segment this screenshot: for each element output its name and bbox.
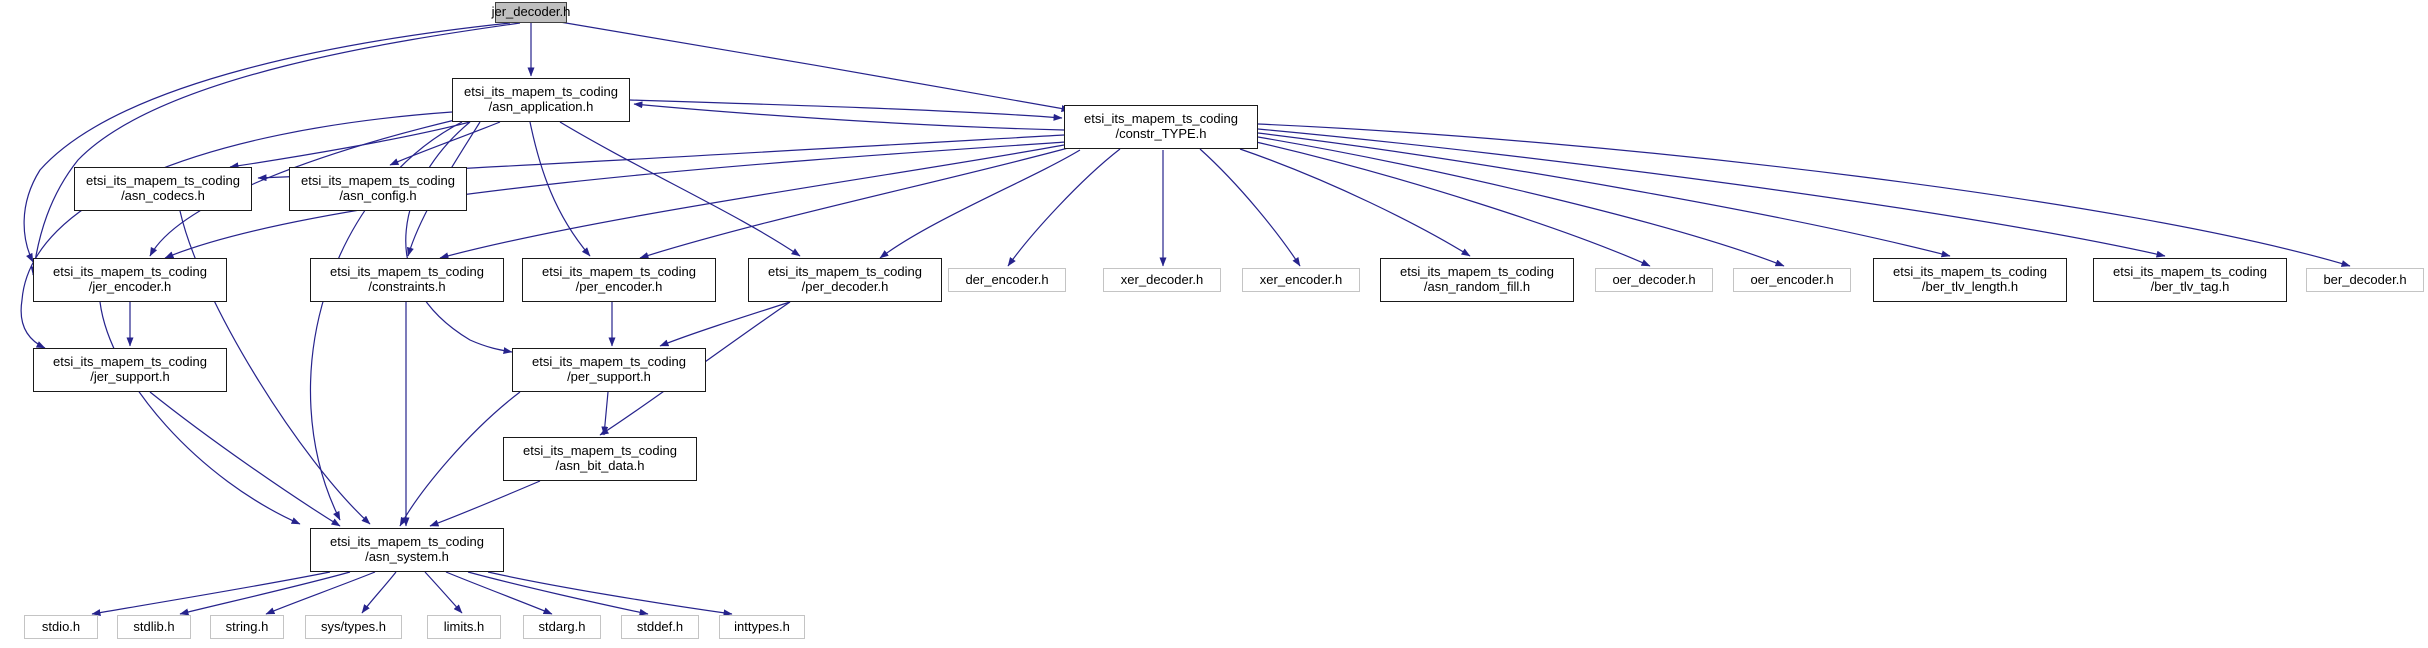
graph-edge bbox=[20, 111, 453, 349]
graph-edge bbox=[487, 571, 733, 617]
graph-edge bbox=[1257, 132, 1951, 258]
graph-node-stdio[interactable]: stdio.h bbox=[24, 615, 98, 639]
graph-edge bbox=[91, 571, 331, 617]
graph-edge bbox=[389, 121, 501, 166]
graph-edge bbox=[445, 571, 553, 615]
graph-node-xer_decoder[interactable]: xer_decoder.h bbox=[1103, 268, 1221, 292]
graph-node-ber_tlv_tag[interactable]: etsi_its_mapem_ts_coding /ber_tlv_tag.h bbox=[2093, 258, 2287, 302]
graph-node-asn_codecs[interactable]: etsi_its_mapem_ts_coding /asn_codecs.h bbox=[74, 167, 252, 211]
graph-edge bbox=[429, 480, 541, 527]
graph-node-asn_application[interactable]: etsi_its_mapem_ts_coding /asn_applicatio… bbox=[452, 78, 630, 122]
graph-node-ber_tlv_length[interactable]: etsi_its_mapem_ts_coding /ber_tlv_length… bbox=[1873, 258, 2067, 302]
graph-node-oer_decoder[interactable]: oer_decoder.h bbox=[1595, 268, 1713, 292]
graph-edge bbox=[659, 301, 791, 347]
graph-edge bbox=[629, 99, 1063, 121]
graph-node-per_support[interactable]: etsi_its_mapem_ts_coding /per_support.h bbox=[512, 348, 706, 392]
graph-edge bbox=[1257, 136, 1785, 267]
graph-edge bbox=[633, 101, 1065, 131]
graph-edge bbox=[179, 210, 371, 525]
graph-node-jer_encoder[interactable]: etsi_its_mapem_ts_coding /jer_encoder.h bbox=[33, 258, 227, 302]
graph-node-stddef[interactable]: stddef.h bbox=[621, 615, 699, 639]
graph-edge bbox=[1239, 148, 1471, 257]
graph-node-xer_encoder[interactable]: xer_encoder.h bbox=[1242, 268, 1360, 292]
graph-node-der_encoder[interactable]: der_encoder.h bbox=[948, 268, 1066, 292]
graph-edge bbox=[559, 21, 1071, 112]
graph-edge bbox=[1255, 141, 1651, 267]
graph-edge bbox=[399, 391, 521, 527]
graph-node-per_encoder[interactable]: etsi_its_mapem_ts_coding /per_encoder.h bbox=[522, 258, 716, 302]
graph-node-systypes[interactable]: sys/types.h bbox=[305, 615, 402, 639]
graph-edge bbox=[179, 571, 351, 616]
graph-edge bbox=[149, 119, 456, 257]
graph-edge bbox=[639, 147, 1069, 259]
graph-edge bbox=[601, 391, 609, 436]
graph-edge bbox=[149, 391, 341, 527]
graph-edge bbox=[164, 141, 1067, 259]
graph-node-constr_TYPE[interactable]: etsi_its_mapem_ts_coding /constr_TYPE.h bbox=[1064, 105, 1258, 149]
graph-node-asn_bit_data[interactable]: etsi_its_mapem_ts_coding /asn_bit_data.h bbox=[503, 437, 697, 481]
graph-edge bbox=[361, 571, 397, 614]
graph-node-limits[interactable]: limits.h bbox=[427, 615, 501, 639]
graph-node-asn_random_fill[interactable]: etsi_its_mapem_ts_coding /asn_random_fil… bbox=[1380, 258, 1574, 302]
graph-node-per_decoder[interactable]: etsi_its_mapem_ts_coding /per_decoder.h bbox=[748, 258, 942, 302]
graph-edge bbox=[879, 149, 1081, 259]
graph-edge bbox=[439, 144, 1065, 260]
graph-edge bbox=[265, 571, 376, 615]
graph-node-ber_decoder[interactable]: ber_decoder.h bbox=[2306, 268, 2424, 292]
graph-node-oer_encoder[interactable]: oer_encoder.h bbox=[1733, 268, 1851, 292]
graph-node-asn_config[interactable]: etsi_its_mapem_ts_coding /asn_config.h bbox=[289, 167, 467, 211]
graph-edge bbox=[1199, 148, 1301, 267]
graph-edge bbox=[1257, 128, 2166, 258]
graph-node-constraints[interactable]: etsi_its_mapem_ts_coding /constraints.h bbox=[310, 258, 504, 302]
graph-edge bbox=[529, 121, 591, 257]
graph-edge bbox=[229, 121, 471, 170]
graph-edge bbox=[467, 571, 649, 616]
graph-node-inttypes[interactable]: inttypes.h bbox=[719, 615, 805, 639]
graph-node-jer_decoder[interactable]: jer_decoder.h bbox=[492, 2, 570, 23]
graph-node-stdlib[interactable]: stdlib.h bbox=[117, 615, 191, 639]
graph-edge bbox=[1007, 148, 1121, 267]
graph-edge bbox=[23, 22, 511, 263]
graph-node-string[interactable]: string.h bbox=[210, 615, 284, 639]
graph-node-jer_support[interactable]: etsi_its_mapem_ts_coding /jer_support.h bbox=[33, 348, 227, 392]
graph-node-stdarg[interactable]: stdarg.h bbox=[523, 615, 601, 639]
graph-edge bbox=[559, 121, 801, 257]
graph-node-asn_system[interactable]: etsi_its_mapem_ts_coding /asn_system.h bbox=[310, 528, 504, 572]
graph-edge bbox=[30, 22, 521, 276]
graph-edge bbox=[424, 571, 463, 614]
graph-edge bbox=[1257, 123, 2351, 267]
graph-edge bbox=[99, 301, 301, 525]
